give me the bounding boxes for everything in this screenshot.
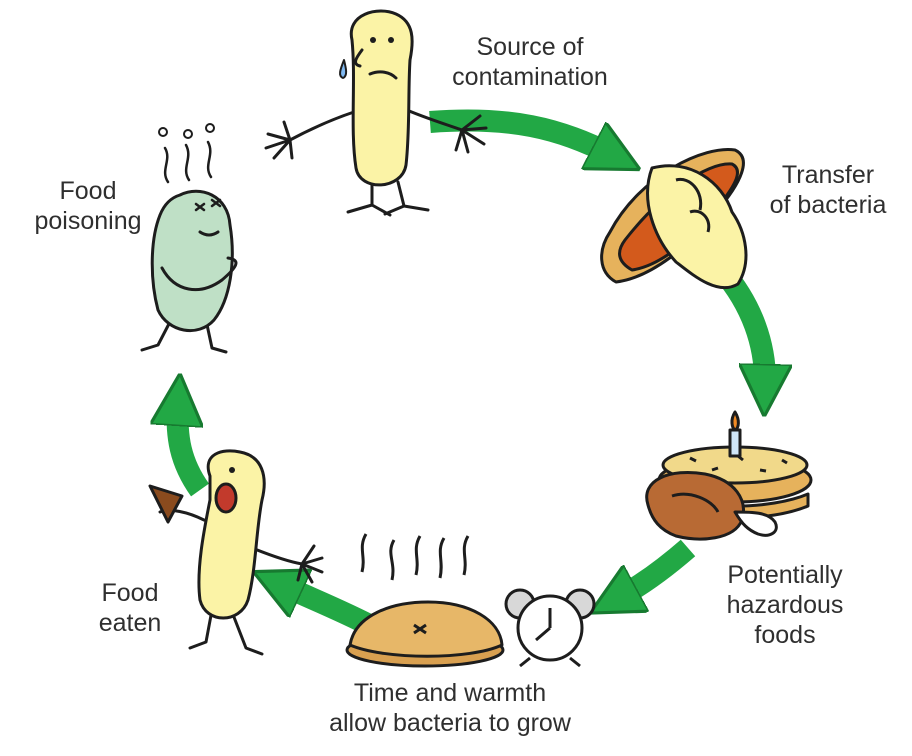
- steaming-pie-figure: [347, 534, 503, 666]
- stage-label-line: contamination: [430, 62, 630, 92]
- hand-holding-hotdog-figure: [602, 149, 746, 287]
- stage-label-line: Food: [80, 578, 180, 608]
- stage-label-time-and-warmth: Time and warmth allow bacteria to grow: [290, 678, 610, 738]
- stage-label-line: Transfer: [748, 160, 908, 190]
- arrow-eaten-to-poisoning: [178, 405, 200, 490]
- stage-label-line: hazardous: [700, 590, 870, 620]
- stage-label-line: poisoning: [8, 206, 168, 236]
- stage-label-potentially-hazardous-foods: Potentially hazardous foods: [700, 560, 870, 650]
- stage-label-source-of-contamination: Source of contamination: [430, 32, 630, 92]
- alarm-clock-icon: [506, 590, 594, 666]
- stage-label-line: foods: [700, 620, 870, 650]
- arrow-hazardous-to-time: [618, 548, 688, 598]
- stage-label-line: Food: [8, 176, 168, 206]
- hazardous-foods-figure: [647, 412, 811, 539]
- stage-label-line: allow bacteria to grow: [290, 708, 610, 738]
- stage-label-line: eaten: [80, 608, 180, 638]
- stage-label-food-eaten: Food eaten: [80, 578, 180, 638]
- sick-person-figure: [142, 124, 236, 352]
- stage-label-transfer-of-bacteria: Transfer of bacteria: [748, 160, 908, 220]
- stage-label-food-poisoning: Food poisoning: [8, 176, 168, 236]
- stage-label-line: Source of: [430, 32, 630, 62]
- stage-label-line: Time and warmth: [290, 678, 610, 708]
- stage-label-line: Potentially: [700, 560, 870, 590]
- stage-label-line: of bacteria: [748, 190, 908, 220]
